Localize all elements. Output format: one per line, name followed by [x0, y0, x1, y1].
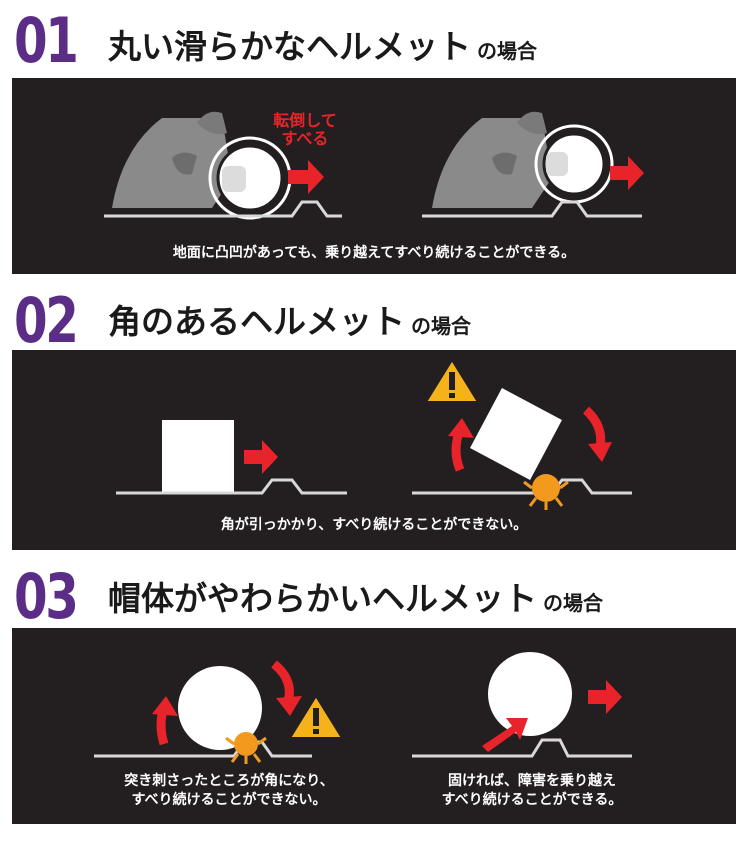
impact-burst-icon	[523, 474, 569, 510]
right-arrow-icon	[288, 160, 324, 194]
section-number-02: 02	[14, 284, 79, 357]
section-number-01: 01	[14, 4, 79, 77]
caption-03-right: 固ければ、障害を乗り越え すべり続けることができる。	[412, 772, 652, 810]
warning-triangle-icon	[424, 358, 480, 403]
curved-arrow-head	[448, 418, 474, 438]
hard-helmet-right	[488, 652, 572, 736]
ground-bump-right	[422, 200, 642, 218]
section-title-02: 角のあるヘルメットの場合	[108, 305, 471, 338]
right-arrow-icon	[588, 680, 622, 714]
section-title-01: 丸い滑らかなヘルメットの場合	[108, 30, 537, 63]
warning-triangle-icon	[288, 694, 344, 739]
curved-arrow-icon	[271, 660, 294, 704]
illustration-panel-03: 突き刺さったところが角になり、 すべり続けることができない。 固ければ、障害を乗…	[12, 628, 736, 824]
right-arrow-icon	[244, 440, 278, 474]
curved-arrow-head	[276, 696, 302, 716]
caption-03-left: 突き刺さったところが角になり、 すべり続けることができない。	[84, 772, 374, 810]
caption-03-left-line2: すべり続けることができない。	[131, 791, 327, 808]
caption-03-right-line2: すべり続けることができる。	[441, 791, 623, 808]
square-helmet-tilted	[470, 388, 562, 480]
rider-figure-right	[432, 111, 552, 208]
impact-burst-icon	[225, 732, 267, 764]
title-text: 角のあるヘルメット	[108, 302, 405, 341]
slip-label: 転倒して すべる	[260, 112, 350, 147]
square-helmet-left	[162, 420, 234, 492]
title-text: 丸い滑らかなヘルメット	[108, 27, 471, 66]
title-suffix: の場合	[411, 314, 471, 338]
slip-label-line1: 転倒して	[273, 111, 337, 130]
caption-01: 地面に凸凹があっても、乗り越えてすべり続けることができる。	[172, 245, 576, 261]
caption-02: 角が引っかかり、すべり続けることができない。	[220, 517, 528, 533]
title-suffix: の場合	[477, 39, 537, 63]
curved-arrow-head	[152, 696, 178, 716]
curved-arrow-icon	[582, 406, 606, 449]
illustration-panel-02: 角が引っかかり、すべり続けることができない。	[12, 350, 736, 550]
ground-bump-left	[104, 200, 342, 218]
ground-bump-left	[116, 478, 347, 495]
title-suffix: の場合	[543, 591, 603, 615]
illustration-panel-01: 転倒して すべる 地面に凸凹があっても、乗り越えてすべり続けることができる。	[12, 78, 736, 274]
section-number-03: 03	[14, 560, 79, 633]
title-text: 帽体がやわらかいヘルメット	[108, 579, 537, 618]
ground-bump-right	[412, 738, 632, 758]
rider-figure-left	[112, 111, 232, 208]
slip-label-line2: すべる	[281, 128, 329, 148]
curved-arrow-head	[588, 442, 612, 462]
ground-bump-right	[412, 478, 632, 495]
section-title-03: 帽体がやわらかいヘルメットの場合	[108, 582, 603, 615]
helmet-round-right	[534, 124, 614, 204]
soft-helmet-left	[178, 666, 262, 750]
helmet-round-left	[208, 136, 292, 220]
right-arrow-icon	[610, 156, 644, 190]
caption-03-right-line1: 固ければ、障害を乗り越え	[448, 773, 616, 789]
caption-03-left-line1: 突き刺さったところが角になり、	[124, 773, 334, 789]
pointer-arrow-icon	[482, 718, 528, 752]
